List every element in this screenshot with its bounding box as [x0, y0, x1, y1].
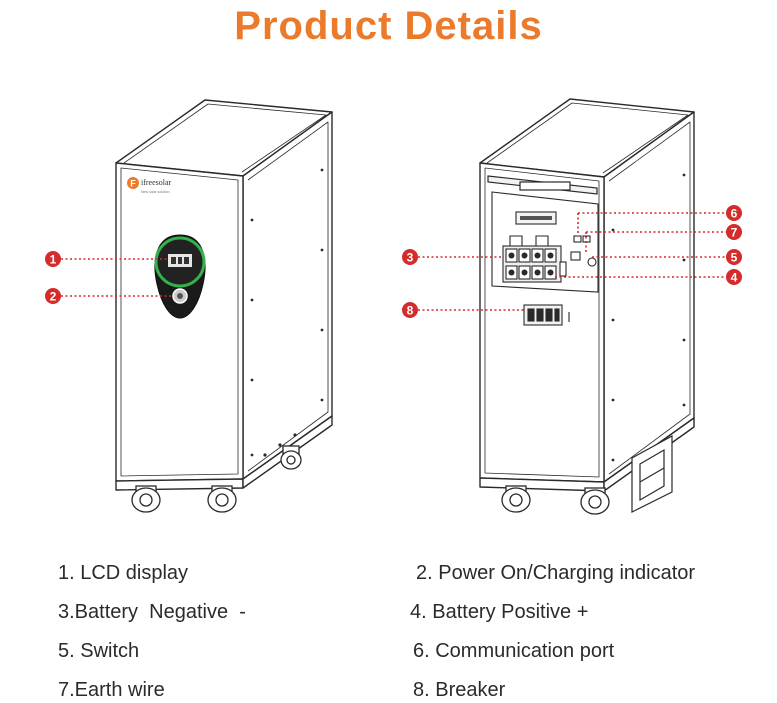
- legend-item-1: 1. LCD display: [58, 562, 189, 584]
- lcd-panel: [154, 234, 206, 319]
- callout-marker-8: 8: [402, 302, 418, 318]
- front-side-rivets: [250, 168, 324, 457]
- page-title: Product Details: [234, 4, 543, 48]
- svg-text:3: 3: [407, 251, 414, 265]
- rear-handle: [487, 175, 598, 195]
- callout-marker-2: 2: [45, 288, 61, 304]
- rear-wheels: [501, 485, 610, 515]
- breaker: [523, 304, 570, 326]
- rear-side-rivets: [611, 173, 686, 462]
- svg-text:8: 8: [407, 304, 414, 318]
- legend-item-3: 3.Battery Negative -: [58, 601, 246, 623]
- svg-text:7: 7: [731, 226, 738, 240]
- front-cabinet: [115, 99, 333, 491]
- callout-marker-6: 6: [726, 205, 742, 221]
- terminal-panel: [491, 191, 599, 293]
- power-button: [172, 288, 188, 304]
- svg-text:2: 2: [50, 290, 57, 304]
- svg-text:1: 1: [50, 253, 57, 267]
- rear-cabinet: [479, 98, 695, 492]
- svg-text:5: 5: [731, 251, 738, 265]
- callout-marker-4: 4: [726, 269, 742, 285]
- callout-marker-1: 1: [45, 251, 61, 267]
- svg-text:6: 6: [731, 207, 738, 221]
- svg-text:F: F: [130, 179, 136, 189]
- callout-marker-7: 7: [726, 224, 742, 240]
- front-wheels: [131, 445, 302, 513]
- svg-text:ifreesolar: ifreesolar: [141, 178, 172, 187]
- rear-bracket: [631, 434, 673, 513]
- legend-item-7: 7.Earth wire: [58, 679, 165, 701]
- callout-marker-3: 3: [402, 249, 418, 265]
- legend-item-5: 5. Switch: [58, 640, 140, 662]
- svg-text:New solar solution: New solar solution: [141, 190, 170, 194]
- legend-item-6: 6. Communication port: [413, 640, 615, 662]
- callout-marker-5: 5: [726, 249, 742, 265]
- legend-item-4: 4. Battery Positive +: [410, 601, 589, 623]
- brand-logo: F ifreesolar New solar solution: [127, 177, 172, 194]
- callout-lines: [61, 212, 726, 311]
- svg-text:4: 4: [731, 271, 738, 285]
- legend-item-8: 8. Breaker: [413, 679, 506, 701]
- legend-item-2: 2. Power On/Charging indicator: [416, 562, 696, 584]
